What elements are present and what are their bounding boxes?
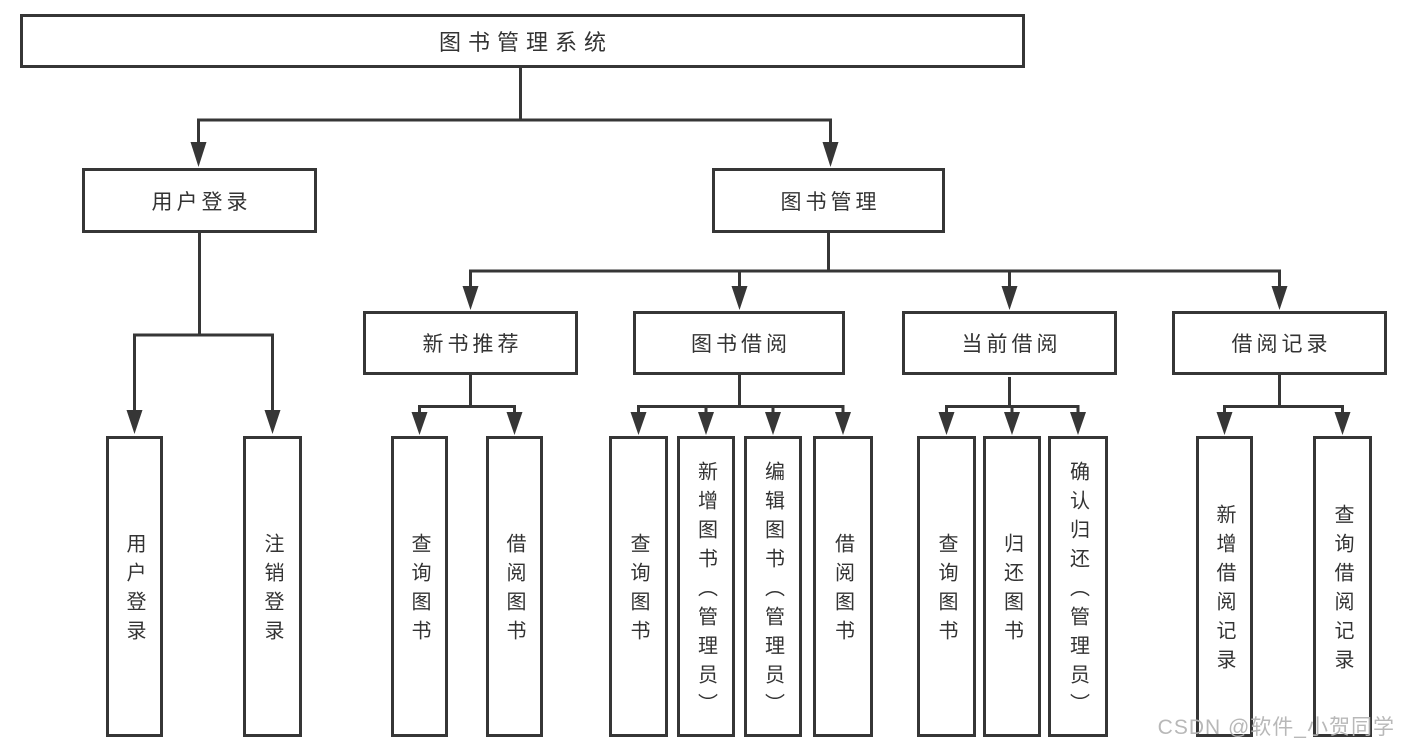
leaf-label: 查询借阅记录 bbox=[1331, 504, 1353, 678]
arrow-down-icon bbox=[731, 286, 748, 310]
arrow-down-icon bbox=[698, 412, 714, 435]
leaf-label: 新增图书（管理员） bbox=[694, 460, 717, 722]
leaf-return-books: 归还图书 bbox=[983, 436, 1041, 737]
leaf-label: 查询图书 bbox=[935, 533, 957, 649]
arrow-down-icon bbox=[765, 412, 781, 435]
arrow-down-icon bbox=[1334, 412, 1351, 435]
node-book-management: 图书管理 bbox=[712, 168, 945, 233]
arrow-down-icon bbox=[1216, 412, 1233, 435]
leaf-label: 确认归还（管理员） bbox=[1066, 460, 1089, 722]
watermark: CSDN @软件_小贺同学 bbox=[1157, 716, 1395, 739]
node-new-book-recommendation: 新书推荐 bbox=[363, 311, 578, 375]
leaf-label: 借阅图书 bbox=[503, 533, 525, 649]
arrow-down-icon bbox=[835, 412, 851, 435]
leaf-confirm-return-admin: 确认归还（管理员） bbox=[1048, 436, 1108, 737]
leaf-label: 编辑图书（管理员） bbox=[761, 460, 784, 722]
arrow-down-icon bbox=[506, 412, 523, 435]
arrow-down-icon bbox=[126, 410, 143, 434]
node-user-login: 用户登录 bbox=[82, 168, 317, 233]
leaf-query-borrow-record: 查询借阅记录 bbox=[1313, 436, 1372, 737]
arrow-down-icon bbox=[462, 286, 479, 310]
leaf-borrow-books: 借阅图书 bbox=[813, 436, 873, 737]
leaf-label: 用户登录 bbox=[123, 533, 145, 649]
arrow-down-icon bbox=[938, 412, 955, 435]
leaf-borrow-books-recommend: 借阅图书 bbox=[486, 436, 543, 737]
arrow-down-icon bbox=[1070, 412, 1086, 435]
arrow-down-icon bbox=[264, 410, 281, 434]
node-current-borrowing: 当前借阅 bbox=[902, 311, 1117, 375]
leaf-label: 查询图书 bbox=[408, 533, 430, 649]
leaf-label: 注销登录 bbox=[261, 533, 283, 649]
arrow-down-icon bbox=[822, 142, 839, 167]
node-root: 图书管理系统 bbox=[20, 14, 1025, 68]
node-book-borrowing: 图书借阅 bbox=[633, 311, 845, 375]
arrow-down-icon bbox=[411, 412, 428, 435]
arrow-down-icon bbox=[1004, 412, 1020, 435]
arrow-down-icon bbox=[1271, 286, 1288, 310]
leaf-edit-books-admin: 编辑图书（管理员） bbox=[744, 436, 802, 737]
leaf-add-borrow-record: 新增借阅记录 bbox=[1196, 436, 1253, 737]
leaf-logout: 注销登录 bbox=[243, 436, 302, 737]
leaf-label: 新增借阅记录 bbox=[1213, 504, 1235, 678]
arrow-down-icon bbox=[190, 142, 207, 167]
arrow-down-icon bbox=[1001, 286, 1018, 310]
leaf-label: 查询图书 bbox=[627, 533, 649, 649]
node-borrowing-records: 借阅记录 bbox=[1172, 311, 1387, 375]
leaf-label: 归还图书 bbox=[1000, 533, 1023, 649]
leaf-add-books-admin: 新增图书（管理员） bbox=[677, 436, 735, 737]
leaf-user-login: 用户登录 bbox=[106, 436, 163, 737]
leaf-query-books-current: 查询图书 bbox=[917, 436, 976, 737]
leaf-label: 借阅图书 bbox=[831, 533, 854, 649]
leaf-query-books-recommend: 查询图书 bbox=[391, 436, 448, 737]
arrow-down-icon bbox=[630, 412, 647, 435]
leaf-query-books: 查询图书 bbox=[609, 436, 668, 737]
